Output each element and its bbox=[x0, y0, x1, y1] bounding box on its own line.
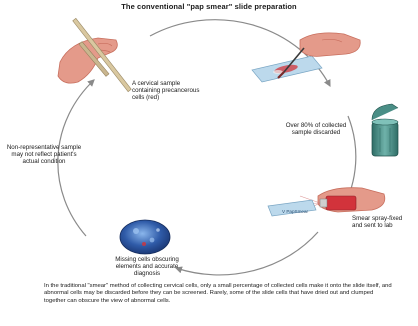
label-cervical-sample: A cervical sample containing precancerou… bbox=[132, 80, 204, 102]
caption: In the traditional "smear" method of col… bbox=[44, 283, 394, 305]
arrow-bottom bbox=[176, 232, 318, 275]
microscope-view-icon bbox=[120, 220, 170, 254]
diagram-title: The conventional "pap smear" slide prepa… bbox=[0, 2, 418, 11]
label-non-representative: Non-representative sample may not reflec… bbox=[4, 144, 84, 166]
slide-marking: V PapSmear bbox=[282, 209, 322, 214]
label-missing-cells: Missing cells obscuring elements and acc… bbox=[108, 256, 186, 278]
label-spray-fixed: Smear spray-fixed and sent to lab bbox=[352, 215, 412, 229]
hand-with-spatula-icon bbox=[58, 18, 131, 91]
trash-can-icon bbox=[372, 104, 398, 156]
label-sample-discarded: Over 80% of collected sample discarded bbox=[281, 122, 351, 136]
